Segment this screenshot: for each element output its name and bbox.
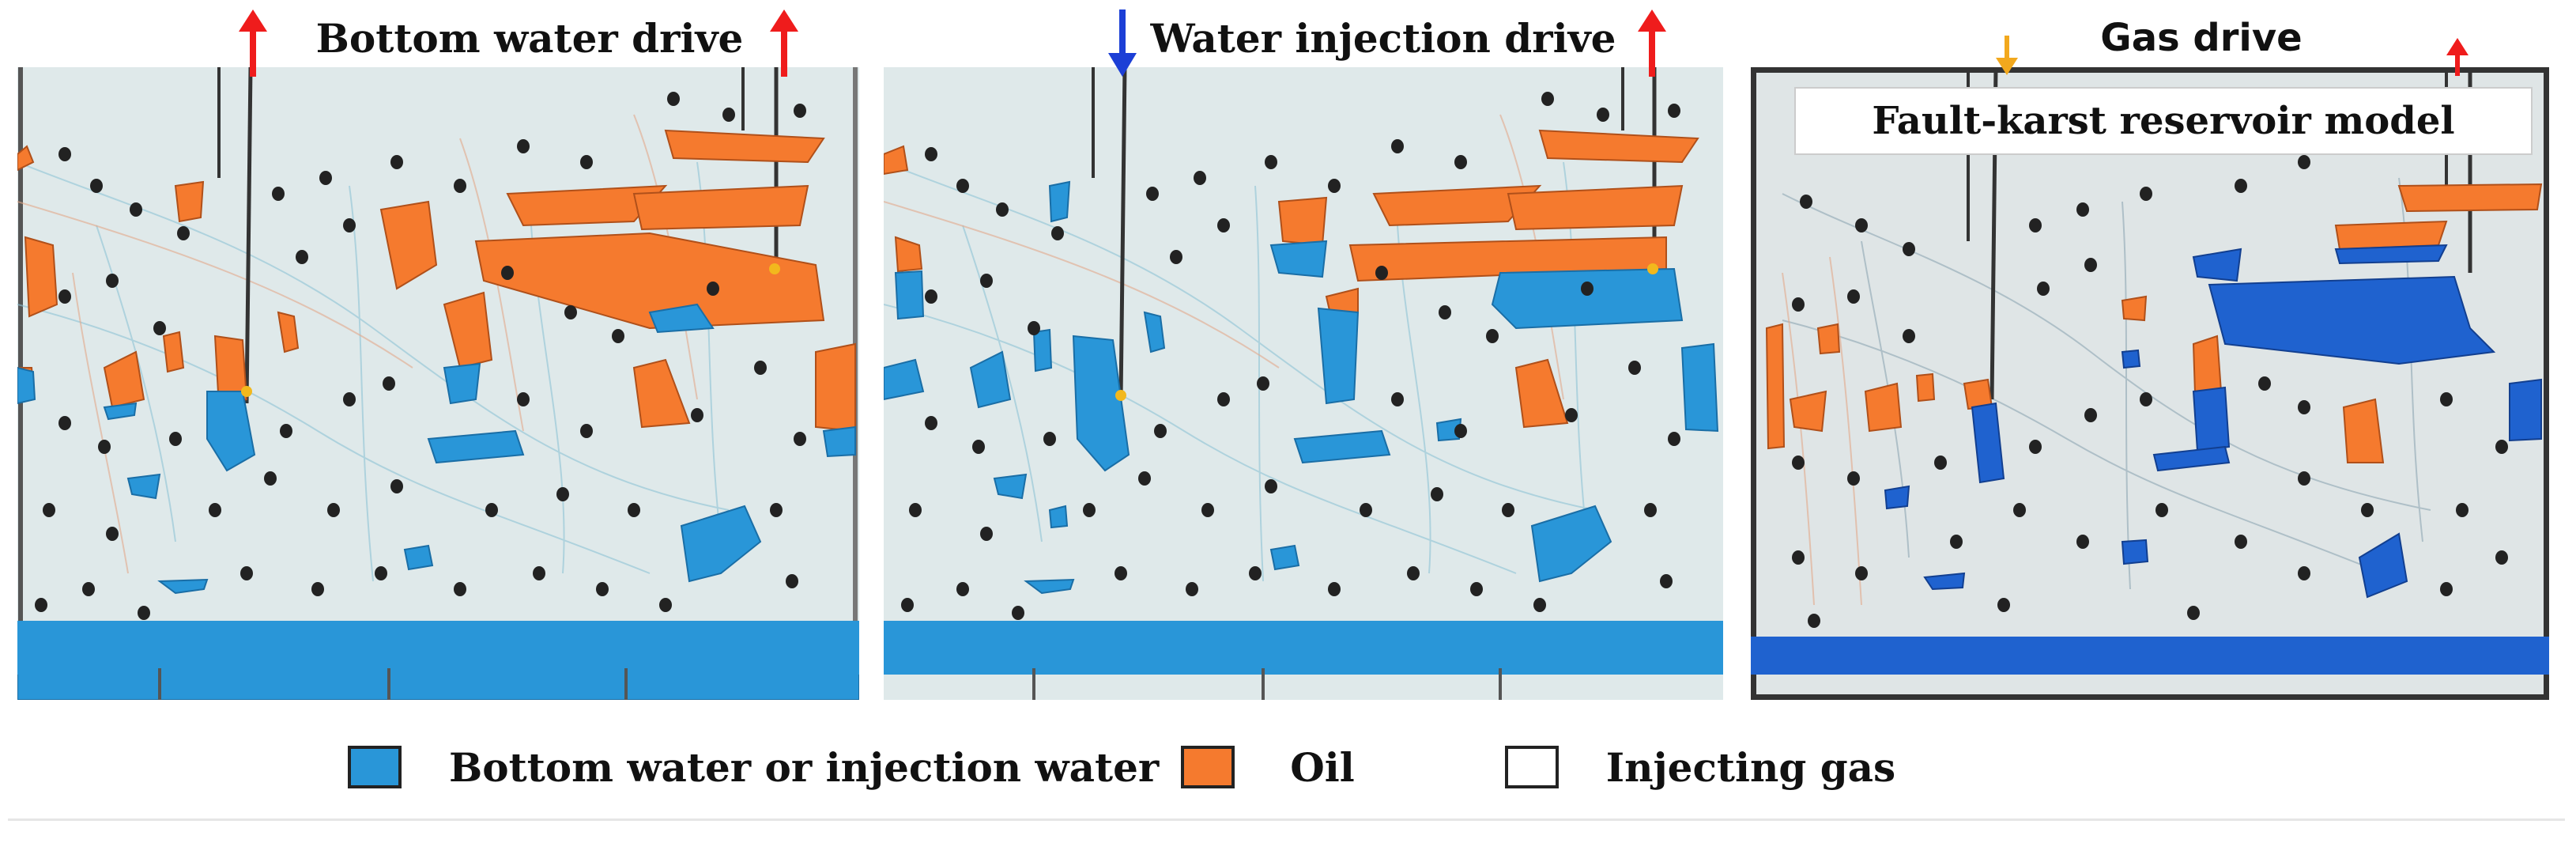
production-arrow-icon <box>239 9 267 77</box>
production-arrow-icon <box>1638 9 1666 77</box>
panel-title-gas-drive: Gas drive <box>2100 16 2303 60</box>
reservoir-model-panel-bottom-water <box>17 67 859 700</box>
legend-item-water: Bottom water or injection water <box>348 744 1159 791</box>
legend-label: Injecting gas <box>1605 743 1896 791</box>
legend-item-gas: Injecting gas <box>1504 743 1896 791</box>
legend: Bottom water or injection water Oil Inje… <box>348 739 1895 795</box>
legend-item-oil: Oil <box>1181 744 1355 791</box>
reservoir-model-drawing <box>1751 67 2549 700</box>
panel-title-bottom-water-drive: Bottom water drive <box>315 14 744 62</box>
legend-swatch-water <box>348 746 402 788</box>
reservoir-model-panel-gas-drive <box>1751 67 2549 700</box>
legend-label: Bottom water or injection water <box>449 743 1160 791</box>
reservoir-model-panel-water-injection <box>884 67 1723 700</box>
injection-arrow-icon <box>1108 9 1137 77</box>
reservoir-model-drawing <box>17 67 859 700</box>
reservoir-model-drawing <box>884 67 1723 700</box>
legend-swatch-oil <box>1181 746 1235 788</box>
production-arrow-icon <box>2446 38 2469 76</box>
production-arrow-icon <box>770 9 798 77</box>
divider <box>8 818 2565 821</box>
legend-swatch-gas <box>1504 746 1559 788</box>
model-label: Fault-karst reservoir model <box>1794 87 2533 155</box>
gas-injection-arrow-icon <box>1996 36 2018 75</box>
legend-label: Oil <box>1290 743 1355 791</box>
panel-title-water-injection-drive: Water injection drive <box>1150 14 1616 62</box>
